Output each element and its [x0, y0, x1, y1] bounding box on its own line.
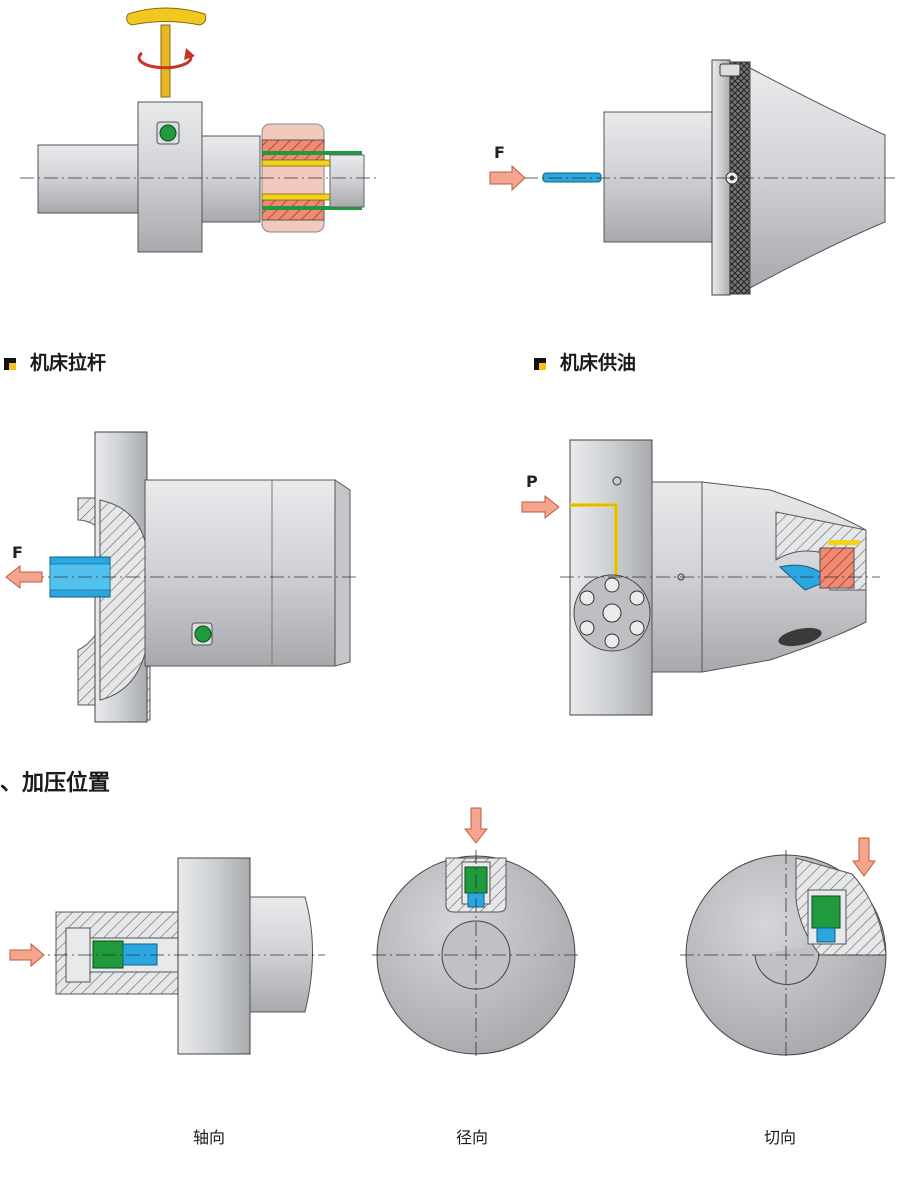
radial-figure: [372, 807, 582, 1060]
bolt-circle-icon: [579, 577, 645, 649]
square-bullet-icon: [534, 358, 546, 370]
tangential-figure: [680, 837, 890, 1060]
square-bullet-icon: [4, 358, 16, 370]
oil-supply-label-text: 机床供油: [560, 352, 637, 374]
force-arrow-icon: [489, 164, 526, 192]
axial-caption: 轴向: [193, 1128, 226, 1147]
drawbar-figure: [20, 7, 380, 253]
axial-figure: [9, 857, 325, 1055]
oil-supply-cone-figure: F: [489, 59, 895, 296]
drawbar-label-text: 机床拉杆: [30, 352, 107, 374]
oil-supply-pressure-figure: P: [521, 439, 880, 716]
pressure-letter-p: P: [526, 472, 538, 491]
radial-caption: 径向: [456, 1128, 489, 1147]
t-handle-icon: [126, 7, 207, 98]
axial-arrow-icon: [9, 942, 45, 968]
radial-arrow-icon: [463, 807, 489, 844]
force-arrow-icon: [5, 564, 43, 590]
force-letter-f: F: [12, 543, 23, 562]
pressure-arrow-icon: [521, 494, 560, 520]
force-letter-f: F: [494, 143, 505, 162]
section-title: 、加压位置: [0, 771, 111, 796]
tangential-caption: 切向: [764, 1128, 797, 1147]
drawbar-pull-figure: F: [5, 431, 360, 723]
tangential-arrow-icon: [852, 837, 876, 877]
drawbar-label: 机床拉杆: [4, 348, 106, 375]
oil-supply-label: 机床供油: [534, 348, 636, 375]
